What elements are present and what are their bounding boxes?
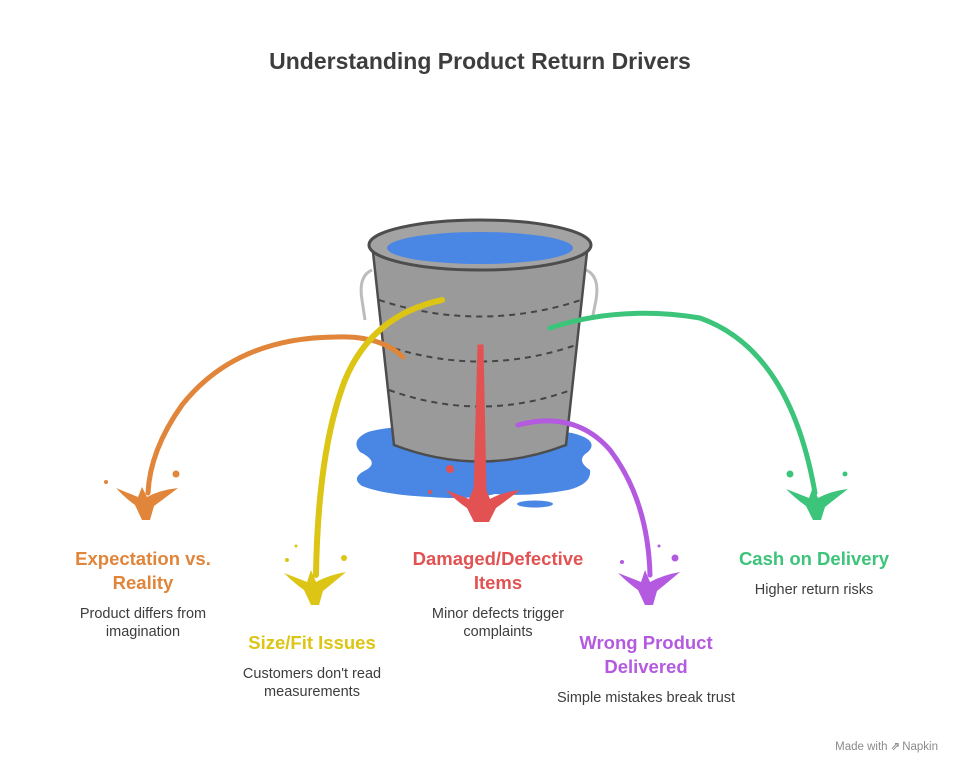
driver-damaged: Damaged/Defective Items Minor defects tr… bbox=[403, 547, 593, 641]
driver-description: Minor defects trigger complaints bbox=[431, 606, 565, 640]
splash-damaged bbox=[428, 465, 520, 522]
splash-size-fit bbox=[284, 544, 347, 605]
splash-wrong-product bbox=[618, 544, 680, 605]
driver-heading: Expectation vs. Reality bbox=[75, 548, 211, 593]
splash-expectation bbox=[104, 470, 180, 520]
bucket-water bbox=[387, 232, 573, 264]
stream-expectation bbox=[145, 334, 406, 496]
stream-size-fit bbox=[313, 297, 445, 578]
made-with-napkin-badge[interactable]: Made with⇗Napkin bbox=[835, 739, 938, 753]
driver-size-fit: Size/Fit Issues Customers don't read mea… bbox=[217, 631, 407, 701]
driver-description: Higher return risks bbox=[754, 582, 874, 598]
driver-heading: Size/Fit Issues bbox=[248, 632, 376, 653]
napkin-logo-icon: ⇗ bbox=[890, 741, 901, 753]
napkin-brand-text: Napkin bbox=[902, 741, 938, 753]
driver-expectation: Expectation vs. Reality Product differs … bbox=[48, 547, 238, 641]
driver-description: Simple mistakes break trust bbox=[556, 690, 736, 706]
driver-heading: Cash on Delivery bbox=[738, 548, 890, 569]
bucket-handle bbox=[359, 268, 599, 321]
made-with-text: Made with bbox=[835, 741, 888, 753]
driver-cash-delivery: Cash on Delivery Higher return risks bbox=[719, 547, 909, 599]
diagram-title: Understanding Product Return Drivers bbox=[269, 48, 691, 74]
splash-cash-delivery bbox=[786, 470, 848, 520]
stream-wrong-product bbox=[515, 418, 653, 578]
driver-description: Product differs from imagination bbox=[79, 606, 207, 640]
driver-heading: Damaged/Defective Items bbox=[412, 548, 584, 593]
driver-wrong-product: Wrong Product Delivered Simple mistakes … bbox=[551, 631, 741, 707]
driver-heading: Wrong Product Delivered bbox=[579, 632, 713, 677]
driver-description: Customers don't read measurements bbox=[242, 666, 382, 700]
stream-cash-delivery bbox=[547, 310, 818, 496]
